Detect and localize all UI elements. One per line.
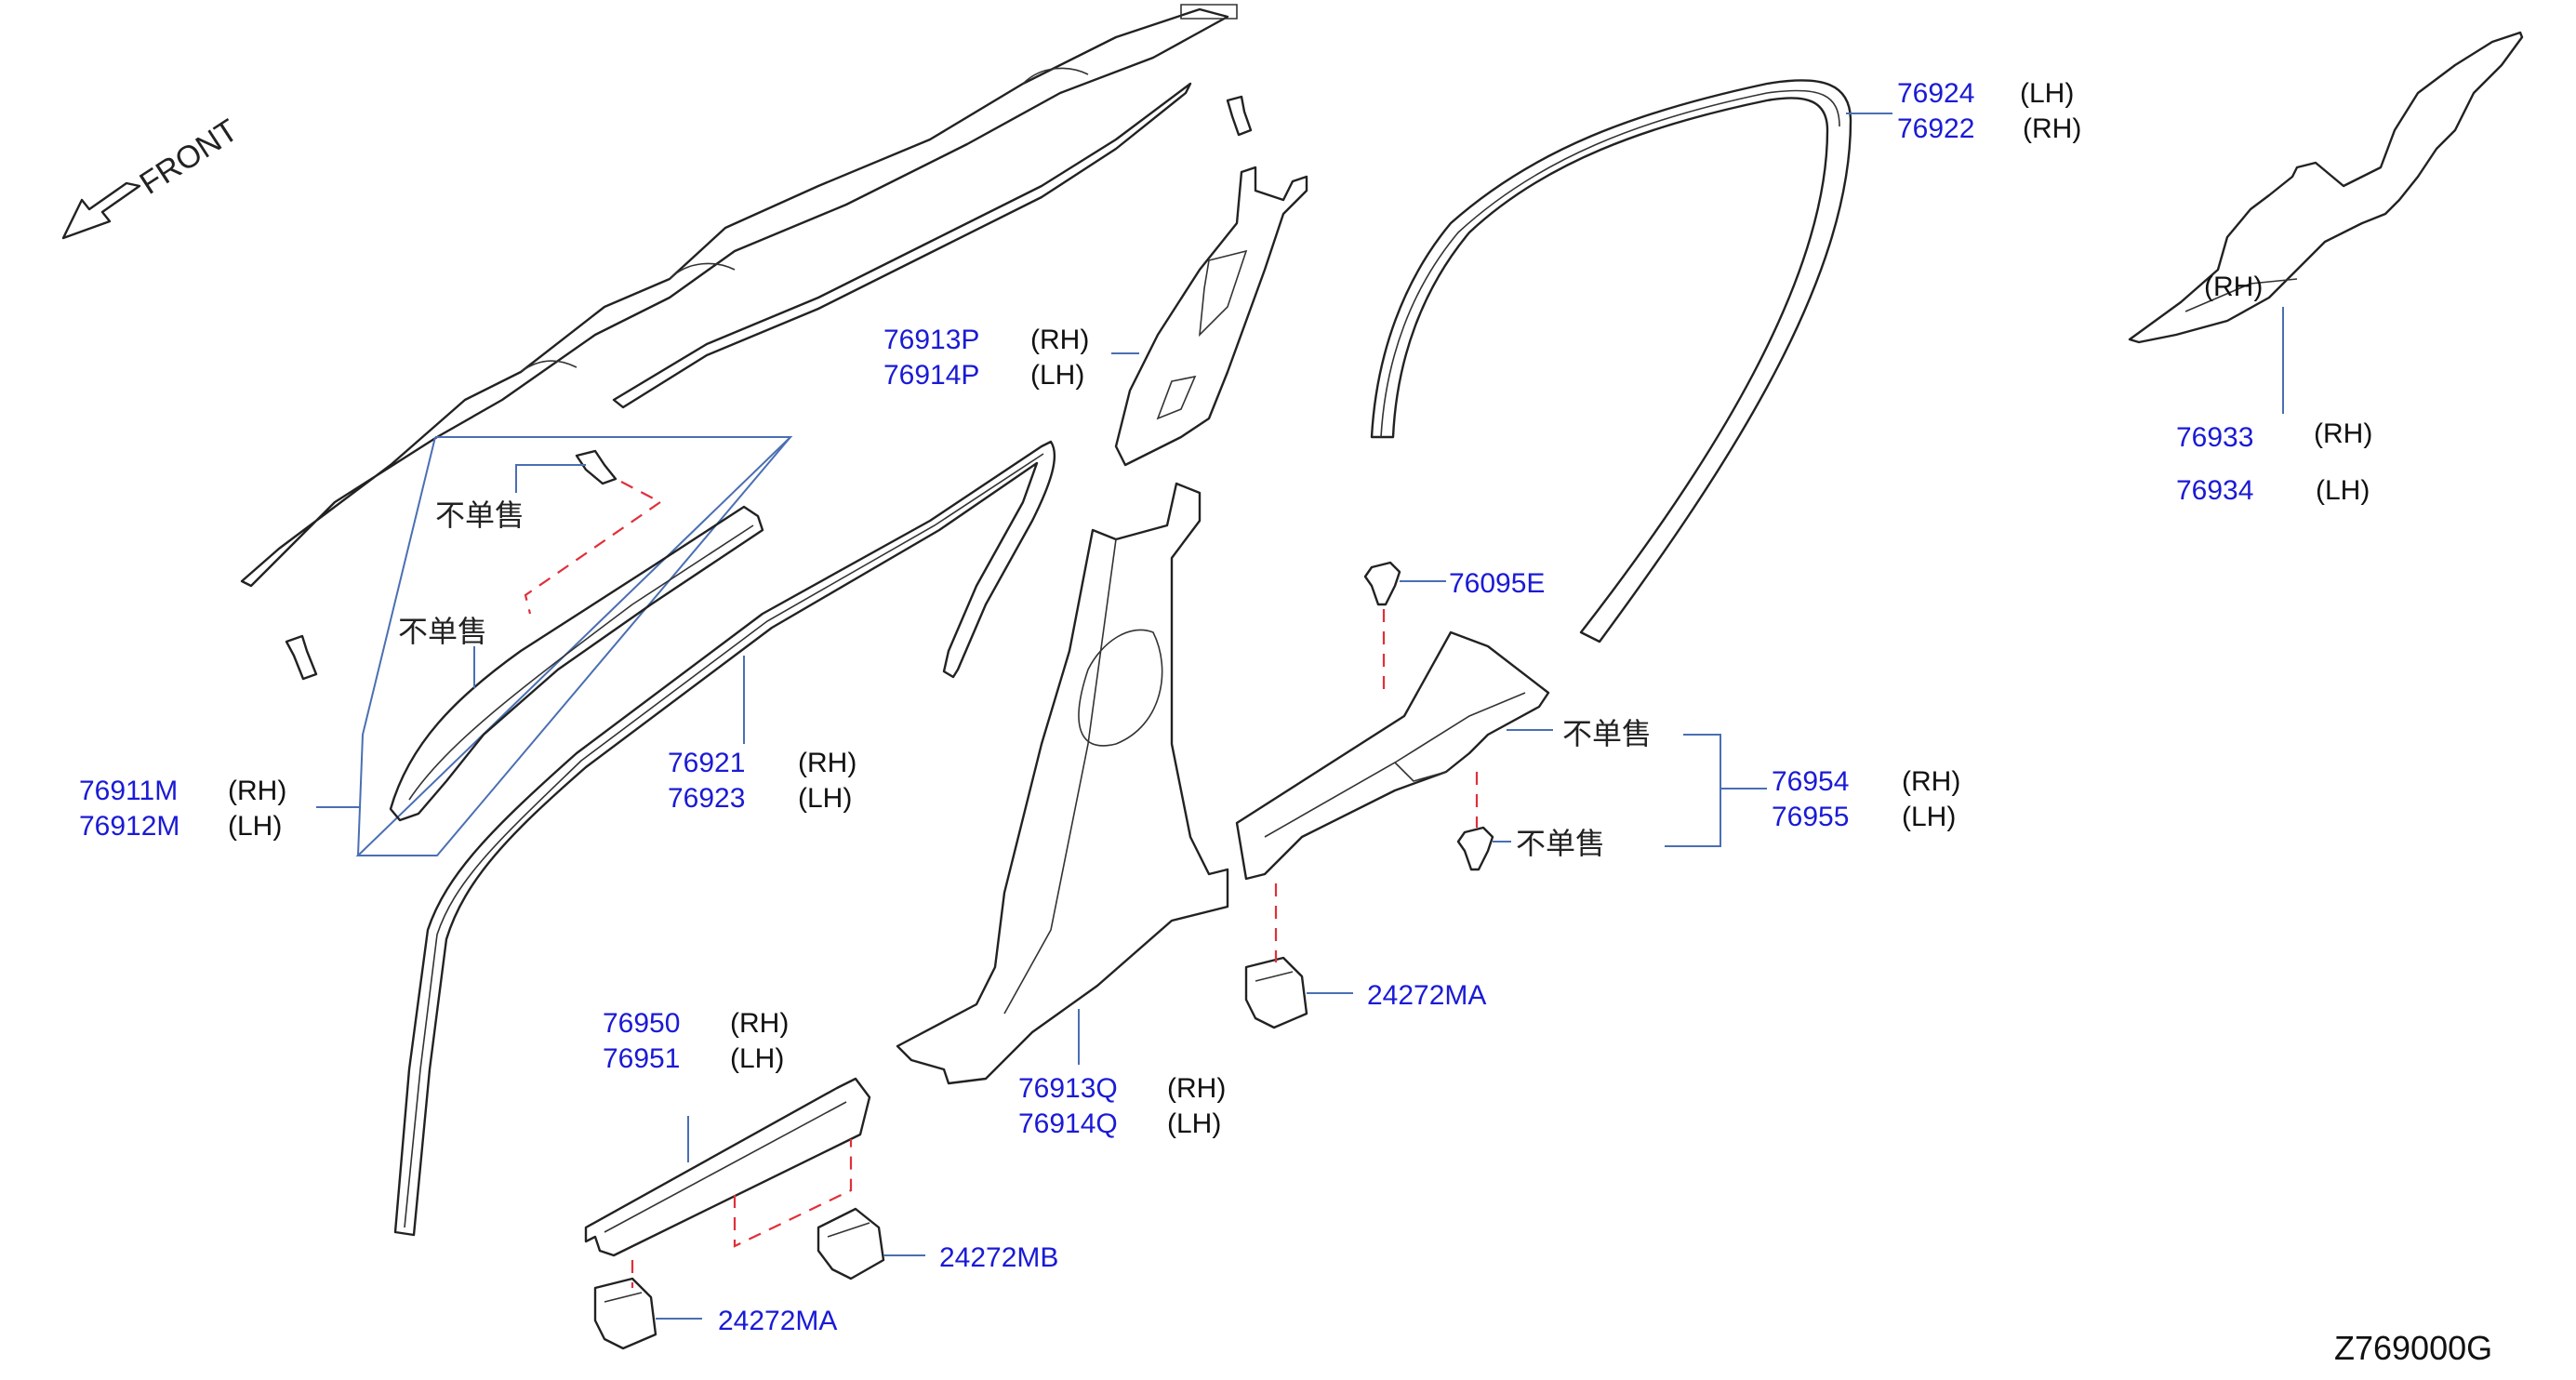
part-76912M: 76912M bbox=[79, 811, 179, 842]
side-76912M: (LH) bbox=[228, 811, 282, 842]
svg-text:不单售: 不单售 bbox=[435, 498, 524, 533]
not-sold-note: 不单售 bbox=[398, 614, 487, 688]
side-76924: (LH) bbox=[2020, 78, 2074, 109]
part-76913Q: 76913Q bbox=[1018, 1073, 1118, 1104]
part-24272MA-b: 24272MA bbox=[718, 1306, 837, 1336]
part-76095E: 76095E bbox=[1449, 568, 1545, 599]
part-76934: 76934 bbox=[2176, 475, 2253, 506]
side-76914P: (LH) bbox=[1030, 360, 1084, 391]
part-76923: 76923 bbox=[668, 783, 745, 814]
side-76913P: (RH) bbox=[1030, 325, 1089, 355]
bolt-icon bbox=[1226, 95, 1253, 137]
diagram-code: Z769000G bbox=[2334, 1329, 2492, 1367]
side-76950: (RH) bbox=[730, 1008, 789, 1039]
push-clip-icon bbox=[1363, 561, 1401, 606]
c-pillar-garnish bbox=[2128, 31, 2524, 344]
front-arrow-icon bbox=[61, 181, 141, 240]
rear-kicking-plate bbox=[1235, 630, 1550, 881]
not-sold-note: 不单售 bbox=[1507, 716, 1652, 751]
part-76954: 76954 bbox=[1772, 766, 1849, 797]
part-76951: 76951 bbox=[603, 1043, 680, 1074]
svg-text:不单售: 不单售 bbox=[398, 614, 487, 649]
front-kicking-plate bbox=[584, 1077, 871, 1257]
side-76913Q: (RH) bbox=[1167, 1073, 1226, 1104]
bracket-76954 bbox=[1665, 734, 1767, 847]
part-76911M: 76911M bbox=[79, 776, 178, 806]
svg-text:不单售: 不单售 bbox=[1562, 716, 1652, 751]
svg-text:不单售: 不单售 bbox=[1516, 826, 1605, 861]
side-76922: (RH) bbox=[2023, 113, 2081, 144]
part-76922: 76922 bbox=[1897, 113, 1974, 144]
part-76955: 76955 bbox=[1772, 802, 1849, 832]
part-76913P: 76913P bbox=[883, 325, 979, 355]
part-76924: 76924 bbox=[1897, 78, 1974, 109]
front-label: FRONT bbox=[134, 113, 245, 202]
part-76933: 76933 bbox=[2176, 422, 2253, 453]
front-door-weatherstrip bbox=[393, 440, 1056, 1237]
part-24272MB: 24272MB bbox=[939, 1242, 1058, 1273]
side-76955: (LH) bbox=[1902, 802, 1956, 832]
part-76921: 76921 bbox=[668, 748, 745, 778]
roof-rail-curtain-part bbox=[240, 4, 1238, 588]
not-sold-note: 不单售 bbox=[1493, 826, 1605, 861]
b-pillar-upper-garnish bbox=[1114, 166, 1308, 467]
harness-clamp-icon bbox=[593, 1277, 657, 1350]
part-76914Q: 76914Q bbox=[1018, 1108, 1118, 1139]
not-sold-note: 不单售 bbox=[435, 464, 586, 533]
rear-door-weatherstrip bbox=[1370, 79, 1852, 644]
side-76914Q: (LH) bbox=[1167, 1108, 1221, 1139]
side-76921: (RH) bbox=[798, 748, 856, 778]
bolt-icon bbox=[285, 634, 318, 681]
side-76934: (LH) bbox=[2316, 475, 2370, 506]
part-76914P: 76914P bbox=[883, 360, 979, 391]
harness-clamp-icon bbox=[1244, 956, 1308, 1029]
harness-clamp-icon bbox=[817, 1207, 885, 1280]
part-76950: 76950 bbox=[603, 1008, 680, 1039]
clip-guide bbox=[733, 1139, 853, 1248]
side-76933: (RH) bbox=[2314, 418, 2372, 449]
part-24272MA-a: 24272MA bbox=[1367, 980, 1486, 1011]
roof-rail-lower-strip bbox=[612, 82, 1192, 409]
b-pillar-lower-garnish bbox=[896, 482, 1229, 1085]
side-76954: (RH) bbox=[1902, 766, 1960, 797]
side-76923: (LH) bbox=[798, 783, 852, 814]
side-76951: (LH) bbox=[730, 1043, 784, 1074]
push-clip-icon bbox=[1456, 826, 1494, 871]
side-76911M: (RH) bbox=[228, 776, 286, 806]
side-76933-inline: (RH) bbox=[2204, 272, 2263, 302]
a-pillar-garnish-group bbox=[355, 436, 793, 856]
